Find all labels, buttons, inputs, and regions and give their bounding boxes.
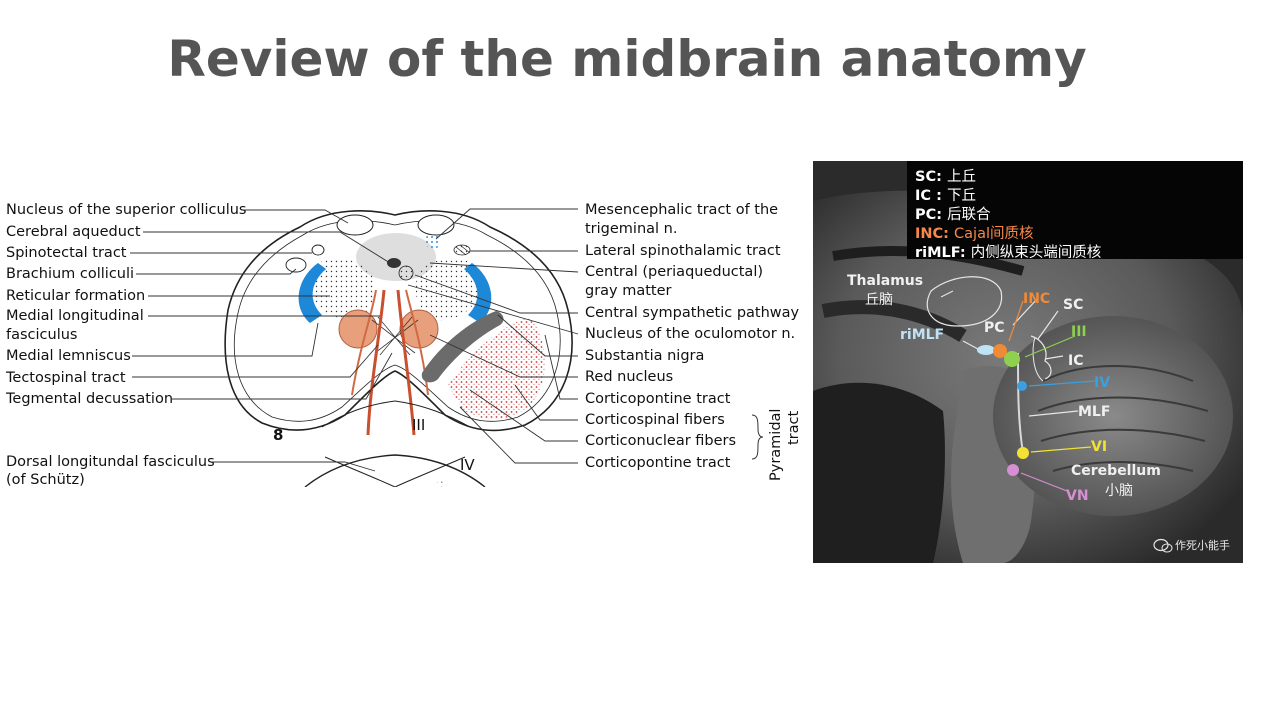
iii-nucleus [1004,351,1020,367]
thalamus-label: Thalamus [847,273,923,289]
label-cerebral-aqueduct: Cerebral aqueduct [6,224,141,240]
label-mesencephalic-2: trigeminal n. [585,221,677,237]
superior-colliculus-right [417,214,455,236]
superior-colliculus-left [336,214,374,236]
ic-label: IC [1068,353,1083,369]
cerebellum-cn-label: 小脑 [1105,483,1133,499]
legend-row-rimlf: riMLF: 内侧纵束头端间质核 [915,245,1102,261]
label-mlf-line2: fasciculus [6,327,77,343]
legend-row-pc: PC: 后联合 [915,207,991,223]
label-corticospinal: Corticospinal fibers [585,412,725,428]
figure-number: 8 [273,426,283,444]
wechat-watermark: 作死小能手 [1153,538,1230,553]
red-nucleus-left [338,309,378,349]
inc-nucleus [993,344,1007,358]
cerebral-aqueduct [387,258,401,268]
label-tegmental-decussation: Tegmental decussation [5,391,173,407]
label-oculomotor-nucleus: Nucleus of the oculomotor n. [585,326,795,342]
iii-label: III [1071,324,1087,340]
substantia-nigra [421,311,504,383]
label-mlf-line1: Medial longitudinal [6,308,144,324]
label-dorsal-longitudinal-1: Dorsal longitundal fasciculus [6,454,215,470]
right-leader-lines [407,208,579,464]
label-brachium-colliculi: Brachium colliculi [6,266,134,282]
label-central-gray-1: Central (periaqueductal) [585,264,763,280]
label-medial-lemniscus: Medial lemniscus [6,348,131,364]
label-tectospinal-tract: Tectospinal tract [5,370,126,386]
mlf-label: MLF [1078,404,1110,420]
label-reticular-formation: Reticular formation [6,288,145,304]
tract-label: tract [786,410,800,445]
label-substantia-nigra: Substantia nigra [585,348,704,364]
label-superior-colliculus: Nucleus of the superior colliculus [6,202,246,218]
vn-nucleus [1007,464,1019,476]
legend-row-sc: SC: 上丘 [915,169,976,185]
label-corticopontine-2: Corticopontine tract [585,455,731,471]
label-dorsal-longitudinal-2: (of Schütz) [6,472,85,487]
label-red-nucleus: Red nucleus [585,369,673,385]
thalamus-cn-label: 丘脑 [865,292,893,308]
left-labels: Nucleus of the superior colliculus Cereb… [5,202,246,487]
sc-label: SC [1063,297,1083,313]
iv-nucleus [1017,381,1027,391]
vi-nucleus [1017,447,1029,459]
label-spinotectal-tract: Spinotectal tract [6,245,127,261]
legend-box: SC: 上丘 IC : 下丘 PC: 后联合 INC: Cajal间质核 riM… [907,161,1243,261]
label-central-sympathetic: Central sympathetic pathway [585,305,800,321]
vi-label: VI [1091,439,1107,455]
pyramidal-label: Pyramidal [768,409,784,481]
medial-lemniscus-left [298,263,326,323]
label-central-gray-2: gray matter [585,283,672,299]
vn-label: VN [1066,488,1089,504]
left-leader-lines [130,209,393,472]
watermark-text: 作死小能手 [1175,538,1230,552]
mri-image: Thalamus 丘脑 INC SC PC III riMLF IC IV ML… [813,161,1243,563]
page-title: Review of the midbrain anatomy [167,30,1087,88]
medial-lemniscus-right [464,263,492,323]
inc-label: INC [1023,291,1050,307]
legend-row-inc: INC: Cajal间质核 [915,226,1034,242]
pc-label: PC [984,320,1005,336]
wechat-icon [1153,538,1169,552]
legend-row-ic: IC : 下丘 [915,188,976,204]
thalamus-outline [926,276,1003,327]
label-mesencephalic-1: Mesencephalic tract of the [585,202,778,218]
iv-label: IV [1094,375,1110,391]
rimlf-label: riMLF [900,327,944,343]
label-corticopontine-1: Corticopontine tract [585,391,731,407]
pyramidal-tract-bracket [751,414,764,460]
label-lateral-spinothalamic: Lateral spinothalamic tract [585,243,781,259]
cerebellum-label: Cerebellum [1071,463,1161,479]
right-labels: Mesencephalic tract of the trigeminal n.… [585,202,800,471]
nerve-iv-label: IV [460,456,475,474]
nerve-iii-label: III [412,416,425,434]
label-corticonuclear: Corticonuclear fibers [585,433,736,449]
periaqueductal-gray [356,233,436,281]
rimlf-nucleus [977,345,995,355]
midbrain-cross-section-diagram: 8 III IV Nucleus of the superior collicu… [5,202,800,487]
mri-sagittal-panel: Thalamus 丘脑 INC SC PC III riMLF IC IV ML… [813,161,1243,563]
